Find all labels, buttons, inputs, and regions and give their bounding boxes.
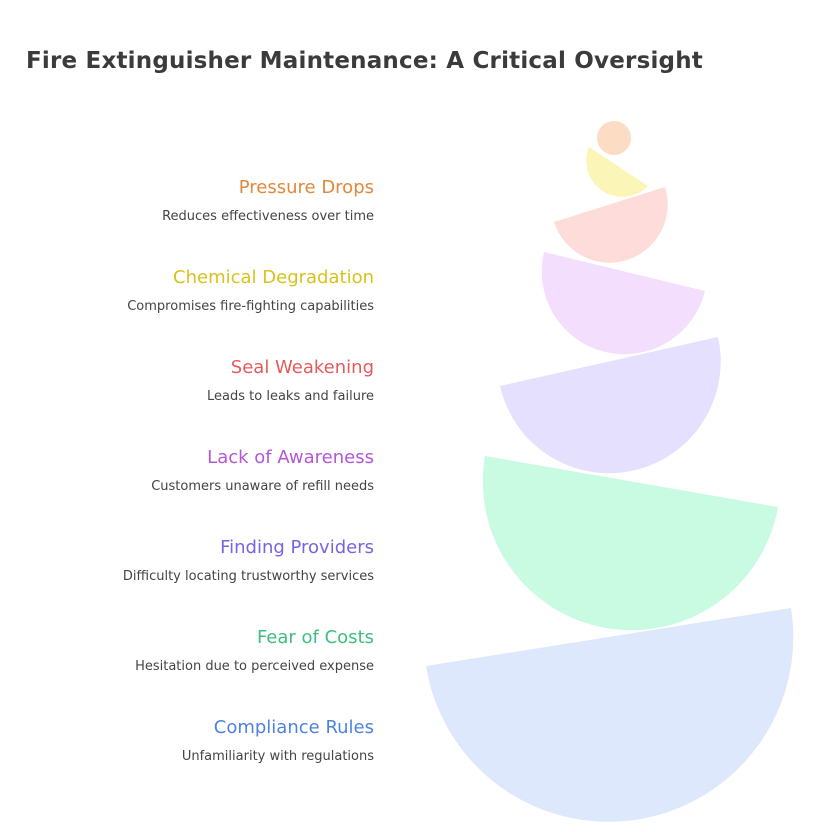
item-description: Leads to leaks and failure <box>207 389 374 404</box>
item-label: Compliance Rules <box>213 717 374 738</box>
item-finding-providers: Finding Providers Difficulty locating tr… <box>123 537 374 585</box>
diagram-title: Fire Extinguisher Maintenance: A Critica… <box>26 48 703 74</box>
bowl-compliance-rules <box>426 608 794 822</box>
item-chemical-degradation: Chemical Degradation Compromises fire-fi… <box>127 267 374 315</box>
item-seal-weakening: Seal Weakening Leads to leaks and failur… <box>207 357 374 405</box>
bowl-seal-weakening <box>554 187 668 263</box>
item-label: Chemical Degradation <box>173 267 374 288</box>
item-description: Unfamiliarity with regulations <box>181 749 374 764</box>
item-pressure-drops: Pressure Drops Reduces effectiveness ove… <box>162 177 374 225</box>
item-label: Pressure Drops <box>238 177 374 198</box>
item-fear-of-costs: Fear of Costs Hesitation due to perceive… <box>135 627 374 675</box>
item-description: Difficulty locating trustworthy services <box>122 569 374 584</box>
bowl-chemical-degradation <box>586 147 648 197</box>
item-label: Lack of Awareness <box>207 447 374 468</box>
item-description: Customers unaware of refill needs <box>151 479 374 494</box>
bowl-fear-of-costs <box>482 456 778 631</box>
item-lack-of-awareness: Lack of Awareness Customers unaware of r… <box>151 447 374 495</box>
bowl-lack-of-awareness <box>541 252 705 355</box>
item-description: Compromises fire-fighting capabilities <box>127 299 374 314</box>
item-label: Finding Providers <box>220 537 374 558</box>
item-label: Seal Weakening <box>230 357 374 378</box>
item-description: Reduces effectiveness over time <box>162 209 374 224</box>
item-compliance-rules: Compliance Rules Unfamiliarity with regu… <box>182 717 374 765</box>
item-label: Fear of Costs <box>256 627 374 648</box>
item-description: Hesitation due to perceived expense <box>135 659 374 674</box>
top-circle <box>597 121 631 155</box>
bowl-finding-providers <box>500 337 721 474</box>
